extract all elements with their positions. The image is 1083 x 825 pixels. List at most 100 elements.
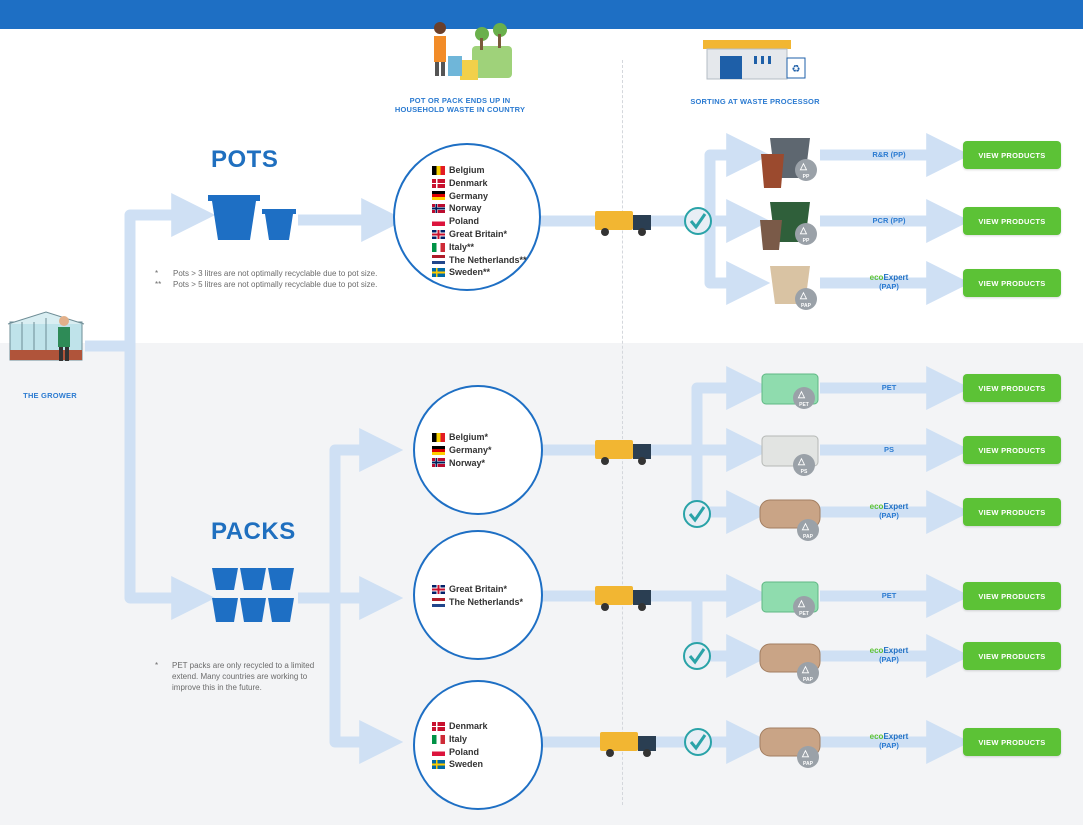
- country-list-2: Belgium* Germany* Norway*: [432, 431, 492, 469]
- waste-processor-header: SORTING AT WASTE PROCESSOR: [690, 97, 820, 106]
- recycle-code-badge: △PAP: [797, 519, 819, 541]
- arrow-to-packs: [124, 346, 216, 620]
- note-text: Pots > 5 litres are not optimally recycl…: [173, 280, 378, 289]
- recycle-triangle-icon: △: [798, 598, 805, 608]
- flag-de-icon: [432, 191, 445, 201]
- country-name: Sweden: [449, 759, 484, 770]
- flag-it-icon: [432, 734, 445, 744]
- eco-brand-part2: Expert: [883, 732, 909, 741]
- recycle-code: PAP: [801, 303, 811, 309]
- note-mark: *: [155, 269, 159, 278]
- country-item: Sweden: [432, 758, 488, 771]
- recycle-triangle-icon: △: [800, 225, 807, 235]
- waste-processor-icon: ♻: [703, 40, 806, 80]
- arrow-to-pots: [124, 193, 216, 346]
- garbage-truck-icon: [600, 732, 656, 757]
- country-list-3: Great Britain*The Netherlands*: [432, 583, 523, 609]
- country-name: Belgium: [449, 165, 485, 175]
- material-label: PET: [881, 383, 897, 392]
- country-name: Sweden**: [449, 267, 491, 278]
- eco-brand-part2: Expert: [883, 502, 909, 511]
- recycle-code-badge: △PS: [793, 454, 815, 476]
- recycle-code: PP: [802, 238, 810, 244]
- recycle-triangle-icon: △: [802, 748, 809, 758]
- flag-se-icon: [432, 268, 445, 278]
- sorting-check-icon: [683, 500, 711, 528]
- eco-brand-part1: eco: [869, 732, 884, 741]
- svg-text:♻: ♻: [792, 64, 801, 75]
- ecoexpert-label: ecoExpert(PAP): [849, 273, 929, 291]
- column-divider: [622, 60, 623, 805]
- country-item: The Netherlands**: [432, 254, 527, 267]
- view-products-button[interactable]: VIEW PRODUCTS: [963, 436, 1061, 464]
- country-item: Norway*: [432, 457, 492, 470]
- flag-no-icon: [432, 204, 445, 214]
- flag-se-icon: [432, 760, 445, 770]
- household-waste-header-line-1: POT OR PACK ENDS UP IN: [409, 96, 511, 105]
- note-mark: *: [155, 661, 159, 670]
- flag-no-icon: [432, 458, 445, 468]
- note-text: Pots > 3 litres are not optimally recycl…: [173, 269, 378, 278]
- packs-notes: *PET packs are only recycled to a limite…: [155, 660, 325, 693]
- flag-be-icon: [432, 432, 445, 442]
- recycle-code-badge: △PET: [793, 387, 815, 409]
- country-name: Germany: [449, 190, 489, 201]
- material-label: PCR (PP): [872, 216, 906, 225]
- flag-nl-icon: [432, 597, 445, 607]
- view-products-button[interactable]: VIEW PRODUCTS: [963, 269, 1061, 297]
- country-name: Poland: [449, 216, 480, 227]
- material-label: (PAP): [879, 511, 899, 520]
- flag-pl-icon: [432, 747, 445, 757]
- branch-pots-3: [704, 221, 771, 305]
- recycle-code: PAP: [803, 761, 813, 767]
- country-item: Sweden**: [432, 266, 527, 279]
- country-name: The Netherlands**: [449, 254, 527, 265]
- top-banner: [0, 0, 1083, 29]
- country-item: Poland: [432, 215, 527, 228]
- view-products-button[interactable]: VIEW PRODUCTS: [963, 207, 1061, 235]
- country-name: Italy: [449, 733, 468, 744]
- recycle-code-badge: △PP: [795, 159, 817, 181]
- garbage-truck-icon: [595, 211, 651, 236]
- recycle-code: PET: [799, 611, 809, 617]
- recycle-code: PAP: [803, 534, 813, 540]
- branch-pots-1: [704, 133, 771, 221]
- view-products-button[interactable]: VIEW PRODUCTS: [963, 374, 1061, 402]
- note-mark: **: [155, 280, 162, 289]
- country-item: The Netherlands*: [432, 596, 523, 609]
- recycle-code-badge: △ PET: [793, 596, 815, 618]
- ecoexpert-label: ecoExpert(PAP): [849, 646, 929, 664]
- sorting-check-icon: [684, 207, 712, 235]
- view-products-button[interactable]: VIEW PRODUCTS: [963, 498, 1061, 526]
- country-item: Poland: [432, 746, 488, 759]
- recycle-triangle-icon: △: [798, 389, 805, 399]
- country-item: Great Britain*: [432, 583, 523, 596]
- sorting-check-icon: [684, 728, 712, 756]
- country-name: Belgium*: [449, 432, 489, 442]
- recycle-code-badge: △PAP: [797, 662, 819, 684]
- arrow-packs-to-circle-4: [329, 598, 404, 764]
- greenhouse-icon: [7, 311, 85, 361]
- country-item: Germany: [432, 190, 527, 203]
- eco-brand-part2: Expert: [883, 646, 909, 655]
- country-name: Germany*: [449, 444, 492, 455]
- household-waste-header-line-2: HOUSEHOLD WASTE IN COUNTRY: [394, 105, 526, 114]
- eco-brand-part2: Expert: [883, 273, 909, 282]
- country-item: Norway: [432, 202, 527, 215]
- recycle-code-badge: △ PAP: [795, 288, 817, 310]
- country-item: Belgium: [432, 164, 527, 177]
- material-label: (PAP): [879, 282, 899, 291]
- flag-dk-icon: [432, 178, 445, 188]
- view-products-button[interactable]: VIEW PRODUCTS: [963, 141, 1061, 169]
- view-products-button[interactable]: VIEW PRODUCTS: [963, 582, 1061, 610]
- view-products-button[interactable]: VIEW PRODUCTS: [963, 642, 1061, 670]
- ecoexpert-label: ecoExpert(PAP): [849, 502, 929, 520]
- country-item: Denmark: [432, 720, 488, 733]
- country-name: Denmark: [449, 177, 488, 188]
- recycle-triangle-icon: △: [800, 290, 807, 300]
- view-products-button[interactable]: VIEW PRODUCTS: [963, 728, 1061, 756]
- arrow-packs-to-circle-2: [298, 428, 404, 604]
- flag-gb-icon: [432, 584, 445, 594]
